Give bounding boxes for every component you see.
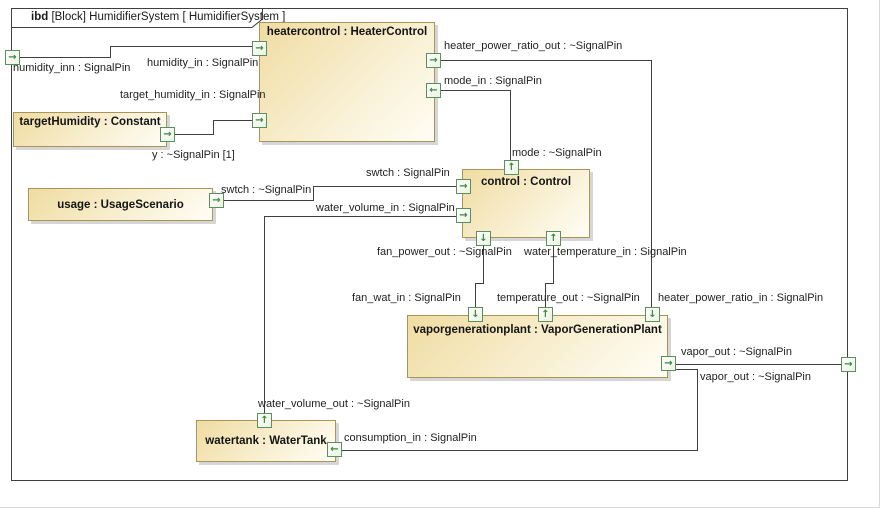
connector-mode[interactable] [510,90,511,160]
port-heatercontrol-target-humidity-in[interactable]: → [252,113,267,128]
flow-right-icon: → [8,51,17,63]
pin-label-humidity-inn: humidity_inn : SignalPin [13,62,131,74]
port-control-water-volume-in[interactable]: → [456,208,471,223]
connector-fan-power[interactable] [483,246,484,283]
diagram-title-rest: [Block] HumidifierSystem [ HumidifierSys… [48,11,286,23]
connector-water-temperature[interactable] [545,283,546,307]
flow-down-icon: ↓ [479,232,488,244]
flow-right-icon: → [429,54,438,66]
pin-label-humidity-in: humidity_in : SignalPin [147,57,259,69]
connector-fan-power[interactable] [475,283,484,284]
block-targethumidity[interactable]: targetHumidity : Constant [13,112,167,147]
block-control-title: control : Control [480,176,572,188]
diagram-title-tab: ibd [Block] HumidifierSystem [ Humidifie… [11,8,285,31]
block-usage[interactable]: usage : UsageScenario [28,188,213,221]
block-vaporgenerationplant-title: vaporgenerationplant : VaporGenerationPl… [413,324,662,336]
port-control-fan-power-out[interactable]: ↓ [476,231,491,246]
connector-target-humidity[interactable] [213,120,252,121]
connector-swtch[interactable] [313,186,314,201]
connector-consumption[interactable] [697,369,698,450]
port-frame-humidity-inn[interactable]: → [5,50,20,65]
pin-label-water-temperature-in: water_temperature_in : SignalPin [524,246,687,258]
connector-mode[interactable] [440,90,511,91]
flow-right-icon: → [459,180,468,192]
block-targethumidity-title: targetHumidity : Constant [19,116,161,128]
pin-label-swtch-in: swtch : SignalPin [366,167,450,179]
flow-right-icon: → [212,194,221,206]
block-watertank-title: watertank : WaterTank [205,435,327,447]
diagram-frame [11,8,848,481]
port-control-water-temperature-in[interactable]: ↑ [546,231,561,246]
flow-right-icon: → [664,357,673,369]
pin-label-target-humidity-in: target_humidity_in : SignalPin [120,89,266,101]
connector-humidity[interactable] [20,57,110,58]
flow-right-icon: → [459,209,468,221]
flow-up-icon: ↑ [541,308,550,320]
port-vgp-fan-wat-in[interactable]: ↓ [468,307,483,322]
pin-label-water-volume-out: water_volume_out : ~SignalPin [258,398,410,410]
connector-fan-power[interactable] [475,283,476,307]
flow-right-icon: → [255,42,264,54]
diagram-title: ibd [Block] HumidifierSystem [ Humidifie… [31,11,285,23]
port-heatercontrol-mode-in[interactable]: ← [426,83,441,98]
pin-label-vapor-out-inner: vapor_out : ~SignalPin [681,346,792,358]
flow-right-icon: → [844,358,853,370]
connector-heater-power-ratio[interactable] [651,60,652,307]
flow-down-icon: ↓ [648,308,657,320]
pin-label-water-volume-in: water_volume_in : SignalPin [316,202,455,214]
pin-label-heater-power-ratio-out: heater_power_ratio_out : ~SignalPin [444,40,623,52]
flow-right-icon: → [163,128,172,140]
connector-water-temperature[interactable] [553,246,554,283]
diagram-kind-keyword: ibd [31,11,49,23]
port-usage-swtch[interactable]: → [209,193,224,208]
connector-vapor-out[interactable] [676,364,841,365]
flow-right-icon: → [255,114,264,126]
port-vgp-vapor-out[interactable]: → [661,356,676,371]
connector-swtch[interactable] [223,200,314,201]
block-heatercontrol[interactable]: heatercontrol : HeaterControl [259,22,435,142]
pin-label-swtch-out: swtch : ~SignalPin [221,184,312,196]
port-vgp-heater-power-ratio-in[interactable]: ↓ [645,307,660,322]
connector-consumption[interactable] [341,450,698,451]
pin-label-heater-power-ratio-in: heater_power_ratio_in : SignalPin [658,292,824,304]
connector-heater-power-ratio[interactable] [440,60,651,61]
port-heatercontrol-heater-power-ratio-out[interactable]: → [426,53,441,68]
connector-consumption[interactable] [676,369,697,370]
connector-water-temperature[interactable] [545,283,554,284]
block-heatercontrol-title: heatercontrol : HeaterControl [266,26,428,38]
pin-label-consumption-in: consumption_in : SignalPin [344,432,477,444]
flow-left-icon: ← [330,443,339,455]
port-watertank-water-volume-out[interactable]: ↑ [257,413,272,428]
pin-label-mode-in: mode_in : SignalPin [444,75,542,87]
connector-water-volume[interactable] [264,216,265,413]
flow-down-icon: ↓ [471,308,480,320]
flow-left-icon: ← [429,84,438,96]
pin-label-fan-wat-in: fan_wat_in : SignalPin [352,292,461,304]
connector-humidity[interactable] [110,46,111,58]
port-watertank-consumption-in[interactable]: ← [327,442,342,457]
connector-humidity[interactable] [110,46,252,47]
connector-swtch[interactable] [313,186,456,187]
connector-water-volume[interactable] [264,216,456,217]
pin-label-vapor-out-edge: vapor_out : ~SignalPin [700,371,811,383]
flow-up-icon: ↑ [260,414,269,426]
pin-label-mode-out: mode : ~SignalPin [512,147,602,159]
port-frame-vapor-out[interactable]: → [841,357,856,372]
pin-label-fan-power-out: fan_power_out : ~SignalPin [377,246,512,258]
port-heatercontrol-humidity-in[interactable]: → [252,41,267,56]
pin-label-temperature-out: temperature_out : ~SignalPin [497,292,640,304]
block-usage-title: usage : UsageScenario [57,198,184,211]
port-vgp-temperature-out[interactable]: ↑ [538,307,553,322]
connector-target-humidity[interactable] [213,120,214,135]
port-control-swtch[interactable]: → [456,179,471,194]
flow-up-icon: ↑ [549,232,558,244]
port-targethumidity-y[interactable]: → [160,127,175,142]
block-control[interactable]: control : Control [462,169,590,238]
connector-target-humidity[interactable] [175,134,213,135]
title-tab-shape-icon [11,8,263,28]
flow-up-icon: ↑ [507,161,516,173]
pin-label-y-out: y : ~SignalPin [1] [152,149,235,161]
port-control-mode[interactable]: ↑ [504,160,519,175]
block-vaporgenerationplant[interactable]: vaporgenerationplant : VaporGenerationPl… [407,315,668,378]
